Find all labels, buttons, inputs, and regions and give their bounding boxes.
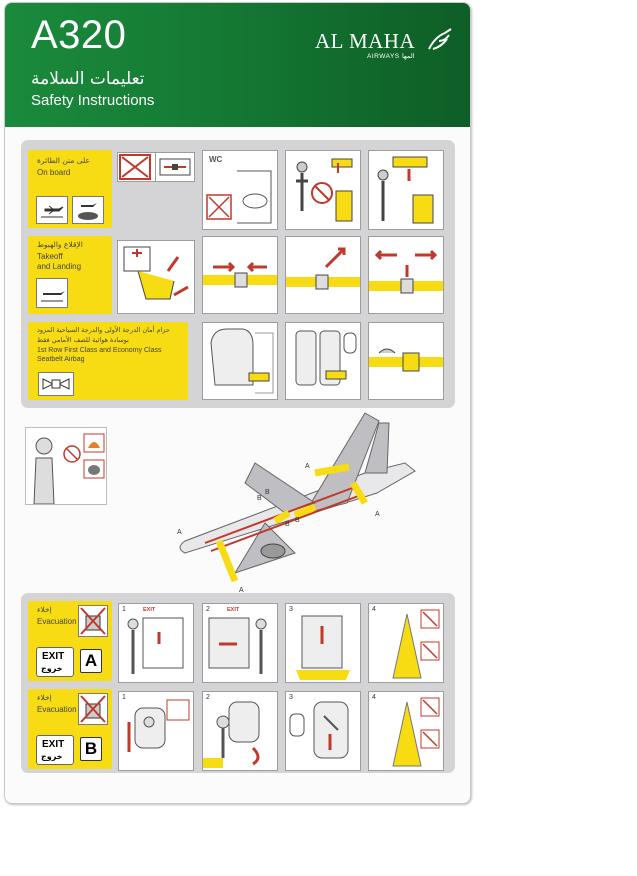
evac-b-step-2-num: 2: [206, 694, 210, 701]
evac-a-step-1-num: 1: [122, 606, 126, 613]
airbag-label-en2: Seatbelt Airbag: [37, 356, 85, 363]
aircraft-model: A320: [31, 13, 127, 57]
evac-b-label-ar: إخلاء: [37, 693, 52, 702]
no-baggage-icon: [78, 605, 108, 637]
exit-label-a-bottom: A: [239, 587, 244, 594]
airbag-belt-icon: [38, 372, 74, 396]
evac-a-step-3-num: 3: [289, 606, 293, 613]
evac-b-step-3: 3: [285, 691, 361, 771]
evac-a-label-ar: إخلاء: [37, 605, 52, 614]
airbag-label-en1: 1st Row First Class and Economy Class: [37, 347, 162, 354]
takeoff-plane-icon: [36, 196, 68, 224]
brace-position-tile: [25, 427, 107, 505]
release-belt-tile: [368, 236, 444, 314]
first-class-seat-tile: [202, 322, 278, 400]
onboard-label-en: On board: [37, 168, 71, 177]
evac-a-label: إخلاء Evacuation EXIT خروج A: [28, 601, 112, 681]
airline-logo: AL MAHA AIRWAYS المها: [315, 27, 455, 63]
takeoff-label-en1: Takeoff: [37, 252, 63, 261]
seat-upright-tile: [117, 240, 195, 314]
exit-label-en-b: EXIT: [42, 739, 65, 750]
no-baggage-icon-b: [78, 693, 108, 725]
onboard-label-ar: على متن الطائرة: [37, 156, 90, 165]
exit-label-ar-b: خروج: [41, 752, 63, 761]
aircraft-exit-diagram: A A A A B B B B: [165, 403, 425, 594]
economy-seat-tile: [285, 322, 361, 400]
safety-card: A320 تعليمات السلامة Safety Instructions…: [4, 2, 471, 804]
evac-b-step-3-num: 3: [289, 694, 293, 701]
evac-a-exit-sign-1: EXIT: [143, 607, 156, 613]
brand-name: AL MAHA: [315, 29, 416, 53]
exit-sign-badge-b: EXIT خروج: [36, 735, 74, 765]
evac-b-step-4-num: 4: [372, 694, 376, 701]
evac-a-step-2: 2 EXIT: [202, 603, 278, 683]
exit-label-b-4: B: [295, 517, 300, 524]
exit-sign-badge: EXIT خروج: [36, 647, 74, 677]
onboard-label: على متن الطائرة On board: [28, 150, 112, 228]
evac-b-step-2: 2: [202, 691, 278, 771]
exit-label-b-3: B: [285, 521, 290, 528]
header-banner: A320 تعليمات السلامة Safety Instructions…: [5, 3, 470, 127]
takeoff-label-en2: and Landing: [37, 262, 82, 271]
exit-label-a-front: A: [177, 529, 182, 536]
airbag-label-ar2: بوسادة هوائية للصف الأمامي فقط: [37, 336, 129, 344]
tighten-belt-tile: [285, 236, 361, 314]
seatbelt-sign-tile: [155, 152, 195, 182]
evac-a-label-en: Evacuation: [37, 617, 77, 626]
no-smoking-lavatory-tile: [285, 150, 361, 230]
evac-b-step-1-num: 1: [122, 694, 126, 701]
airbag-label: حزام أمان الدرجة الأولى والدرجة السياحية…: [28, 322, 188, 400]
door-type-a: A: [80, 649, 102, 673]
exit-label-a-rear-top: A: [305, 463, 310, 470]
title-arabic: تعليمات السلامة: [31, 69, 145, 89]
onboard-panel: على متن الطائرة On board WC الإقل: [21, 140, 455, 408]
airbag-buckle-tile: [368, 322, 444, 400]
airbag-label-ar1: حزام أمان الدرجة الأولى والدرجة السياحية…: [37, 326, 170, 334]
exit-label-b-2: B: [265, 489, 270, 496]
oryx-emblem-icon: [428, 28, 452, 50]
evac-a-step-4: 4: [368, 603, 444, 683]
takeoff-label: الإقلاع والهبوط Takeoff and Landing: [28, 236, 112, 314]
wc-label: WC: [209, 155, 223, 164]
brand-subtitle: AIRWAYS المها: [367, 53, 415, 60]
evac-b-step-1: 1: [118, 691, 194, 771]
exit-label-b-1: B: [257, 495, 262, 502]
takeoff-label-ar: الإقلاع والهبوط: [37, 240, 83, 249]
overhead-bin-tile: [368, 150, 444, 230]
evac-b-label-en: Evacuation: [37, 705, 77, 714]
evac-b-label: إخلاء Evacuation EXIT خروج B: [28, 689, 112, 769]
evac-a-step-4-num: 4: [372, 606, 376, 613]
exit-label-a-rear: A: [375, 511, 380, 518]
evac-a-step-1: 1 EXIT: [118, 603, 194, 683]
title-english: Safety Instructions: [31, 92, 155, 109]
exit-label-ar: خروج: [41, 664, 63, 673]
evac-b-step-4: 4: [368, 691, 444, 771]
runway-plane-icon: [36, 278, 68, 308]
fasten-belt-tile: [202, 236, 278, 314]
exit-label-en: EXIT: [42, 651, 65, 662]
cloud-plane-icon: [72, 196, 104, 224]
evac-a-step-3: 3: [285, 603, 361, 683]
door-type-b: B: [80, 737, 102, 761]
evac-a-exit-sign-2: EXIT: [227, 607, 240, 613]
evacuation-panel: إخلاء Evacuation EXIT خروج A 1 EXIT 2 EX…: [21, 593, 455, 773]
lavatory-tile: WC: [202, 150, 278, 230]
evac-a-step-2-num: 2: [206, 606, 210, 613]
